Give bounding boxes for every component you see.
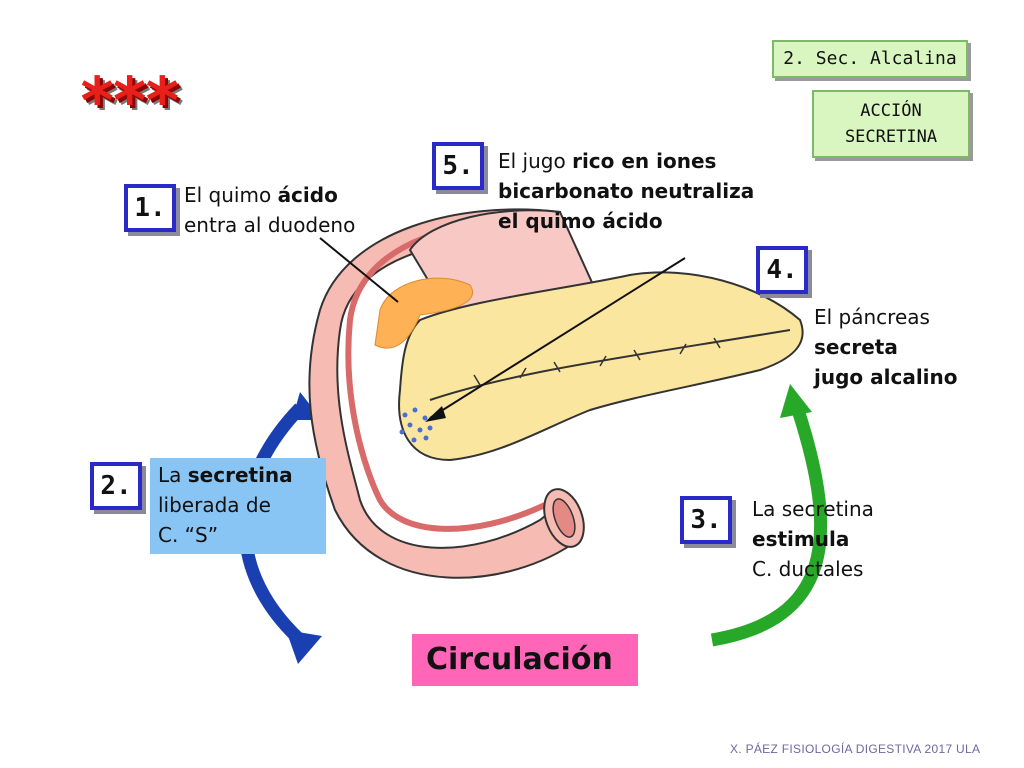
pointer-arrowhead: [425, 406, 446, 422]
step-2-emphasis: secretina: [187, 463, 293, 487]
action-secretina-box: ACCIÓN SECRETINA: [812, 90, 970, 158]
step-4-text: El páncreas: [814, 305, 930, 329]
step-3-text-3: C. ductales: [752, 557, 864, 581]
step-5-text-2: bicarbonato neutraliza: [498, 179, 755, 203]
step-4-badge: 4.: [756, 246, 808, 294]
step-1-text: El quimo: [184, 183, 278, 207]
action-line-2: SECRETINA: [844, 127, 938, 147]
circulation-label: Circulación: [412, 634, 638, 686]
step-2-text-2: liberada de: [158, 493, 271, 517]
bicarbonate-dots: [399, 407, 433, 443]
action-line-1: ACCIÓN: [860, 101, 922, 121]
step-3-label: La secretina estimula C. ductales: [752, 494, 874, 584]
step-5-emphasis: rico en iones: [572, 149, 717, 173]
step-2-text: La: [158, 463, 188, 487]
step-4-label: El páncreas secreta jugo alcalino: [814, 302, 958, 392]
step-3-text: La secretina: [752, 497, 874, 521]
step-3-text-2: estimula: [752, 527, 850, 551]
step-5-text: El jugo: [498, 149, 573, 173]
pointer-line-1: [319, 237, 399, 303]
step-1-text-2: entra al duodeno: [184, 213, 356, 237]
section-label: 2. Sec. Alcalina: [772, 40, 968, 78]
step-5-badge: 5.: [432, 142, 484, 190]
step-4-text-2: secreta: [814, 335, 898, 359]
step-1-label: El quimo ácido entra al duodeno: [184, 180, 355, 240]
stars-decoration: ***: [78, 65, 182, 139]
step-2-text-3: C. “S”: [158, 523, 219, 547]
step-5-text-3: el quimo ácido: [498, 209, 663, 233]
step-1-emphasis: ácido: [277, 183, 338, 207]
step-5-label: El jugo rico en iones bicarbonato neutra…: [498, 146, 754, 236]
footer-credit: X. PÁEZ FISIOLOGÍA DIGESTIVA 2017 ULA: [730, 742, 981, 756]
step-2-label: La secretina liberada de C. “S”: [150, 458, 326, 554]
pointer-line-5: [429, 257, 686, 419]
step-1-badge: 1.: [124, 184, 176, 232]
acid-chyme: [374, 277, 473, 349]
step-3-badge: 3.: [680, 496, 732, 544]
pancreas: [398, 271, 804, 462]
step-4-text-3: jugo alcalino: [814, 365, 958, 389]
green-circulation-arrow: [710, 384, 827, 647]
step-2-badge: 2.: [90, 462, 142, 510]
